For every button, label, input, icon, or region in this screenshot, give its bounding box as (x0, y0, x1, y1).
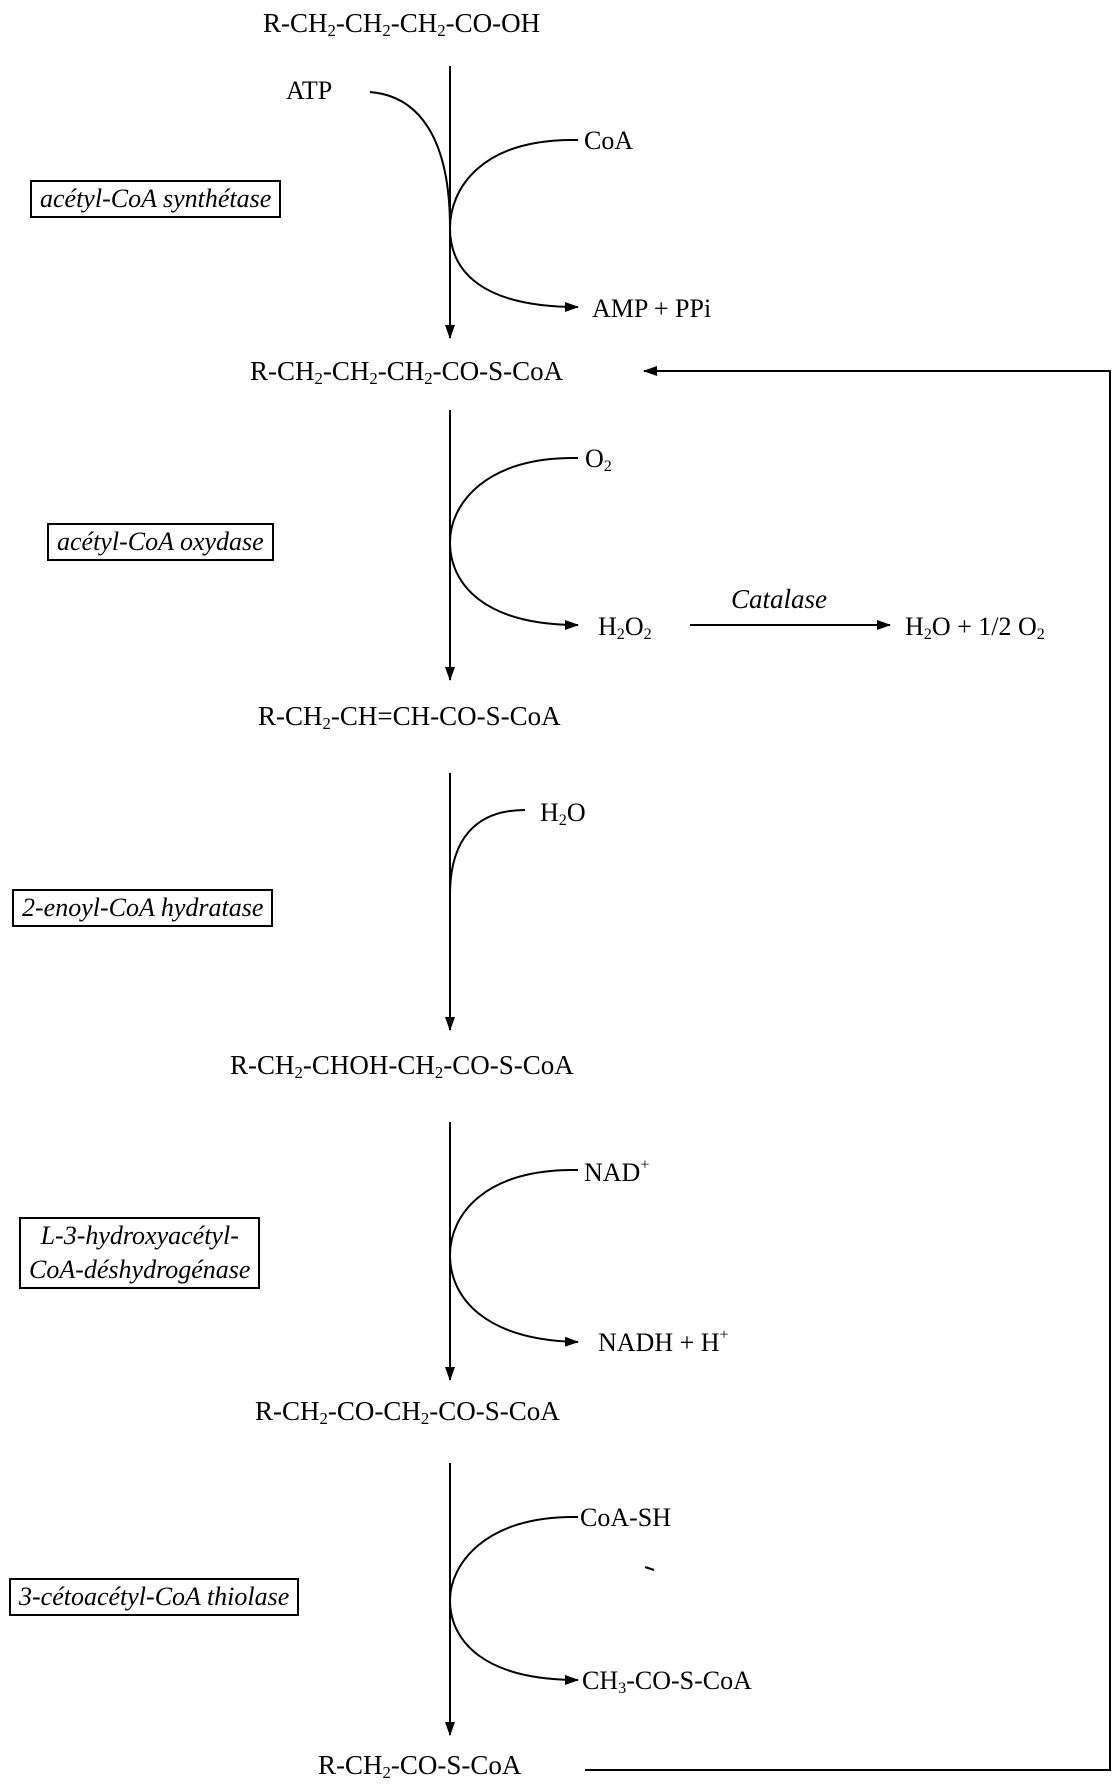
compound-enoyl-coa: R-CH2-CH=CH-CO-S-CoA (258, 701, 561, 734)
label-nad: NAD+ (584, 1156, 650, 1187)
enzyme-acetyl-coa-oxydase: acétyl-CoA oxydase (47, 523, 274, 561)
label-h2o: H2O (540, 798, 586, 830)
label-catalase: Catalase (731, 584, 828, 614)
label-coa: CoA (584, 126, 634, 155)
label-nadh: NADH + H+ (598, 1326, 729, 1357)
compound-shortened-acyl-coa: R-CH2-CO-S-CoA (318, 1750, 522, 1783)
compound-ketoacyl-coa: R-CH2-CO-CH2-CO-S-CoA (255, 1396, 560, 1429)
label-amp-ppi: AMP + PPi (592, 294, 712, 323)
label-h2o2: H2O2 (598, 612, 652, 644)
label-coa-sh: CoA-SH (580, 1503, 672, 1532)
nad-nadh-curve (448, 1168, 579, 1347)
compound-hydroxyacyl-coa: R-CH2-CHOH-CH2-CO-S-CoA (230, 1050, 574, 1083)
enzyme-acetyl-coa-synthetase: acétyl-CoA synthétase (30, 180, 282, 218)
label-catalase-product: H2O + 1/2 O2 (905, 612, 1045, 644)
label-o2: O2 (585, 444, 612, 476)
label-acetyl-coa: CH3-CO-S-CoA (582, 1666, 752, 1698)
atp-curve (369, 91, 451, 229)
recycle-arrow (585, 366, 1111, 1771)
compound-fatty-acid: R-CH2-CH2-CH2-CO-OH (263, 8, 541, 41)
o2-h2o2-curve (448, 456, 579, 630)
coa-amp-curve (448, 138, 579, 312)
compound-acyl-coa: R-CH2-CH2-CH2-CO-S-CoA (250, 356, 564, 389)
label-atp: ATP (286, 76, 333, 105)
h2o-curve (449, 809, 526, 896)
stray-mark (644, 1566, 655, 1571)
enzyme-enoyl-coa-hydratase: 2-enoyl-CoA hydratase (12, 889, 274, 927)
enzyme-hydroxyacetyl-coa-dehydrogenase: L-3-hydroxyacétyl- CoA-déshydrogénase (19, 1217, 261, 1289)
coash-acetylcoa-curve (448, 1515, 579, 1685)
enzyme-cetoacetyl-coa-thiolase: 3-cétoacétyl-CoA thiolase (9, 1578, 300, 1616)
